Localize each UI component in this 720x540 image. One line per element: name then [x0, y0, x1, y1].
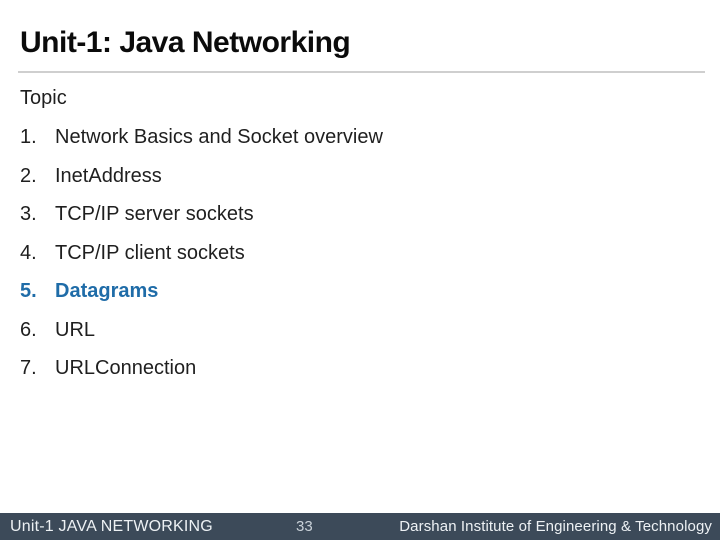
- footer-institute-label: Darshan Institute of Engineering & Techn…: [399, 518, 712, 535]
- topic-item: 3. TCP/IP server sockets: [20, 203, 383, 225]
- topic-item-highlighted: 5. Datagrams: [20, 280, 383, 302]
- topic-number: 1.: [20, 126, 37, 148]
- topic-label: URL: [55, 318, 96, 341]
- topic-label: Network Basics and Socket overview: [55, 126, 383, 148]
- topic-label: Datagrams: [55, 280, 159, 302]
- topic-number: 5.: [20, 280, 37, 302]
- topic-label: InetAddress: [55, 164, 162, 187]
- topic-number: 2.: [20, 164, 37, 187]
- topic-label: TCP/IP client sockets: [55, 241, 245, 264]
- topic-number: 3.: [20, 203, 37, 225]
- footer-course-label: Unit-1 JAVA NETWORKING: [10, 518, 213, 535]
- topic-number: 7.: [20, 357, 37, 379]
- slide-title: Unit-1: Java Networking: [20, 26, 351, 59]
- topic-number: 6.: [20, 318, 37, 341]
- topic-item: 4. TCP/IP client sockets: [20, 242, 383, 264]
- topic-number: 4.: [20, 241, 37, 264]
- footer-page-number: 33: [296, 518, 313, 535]
- topic-heading: Topic: [20, 87, 67, 109]
- topic-item: 2. InetAddress: [20, 165, 383, 187]
- topic-item: 6. URL: [20, 319, 383, 341]
- topic-item: 7. URLConnection: [20, 357, 383, 379]
- topic-item: 1. Network Basics and Socket overview: [20, 126, 383, 148]
- topic-list: 1. Network Basics and Socket overview 2.…: [20, 126, 383, 396]
- title-divider: [18, 71, 705, 73]
- topic-label: TCP/IP server sockets: [55, 203, 254, 225]
- footer-bar: Unit-1 JAVA NETWORKING 33 Darshan Instit…: [0, 513, 720, 540]
- topic-label: URLConnection: [55, 357, 197, 379]
